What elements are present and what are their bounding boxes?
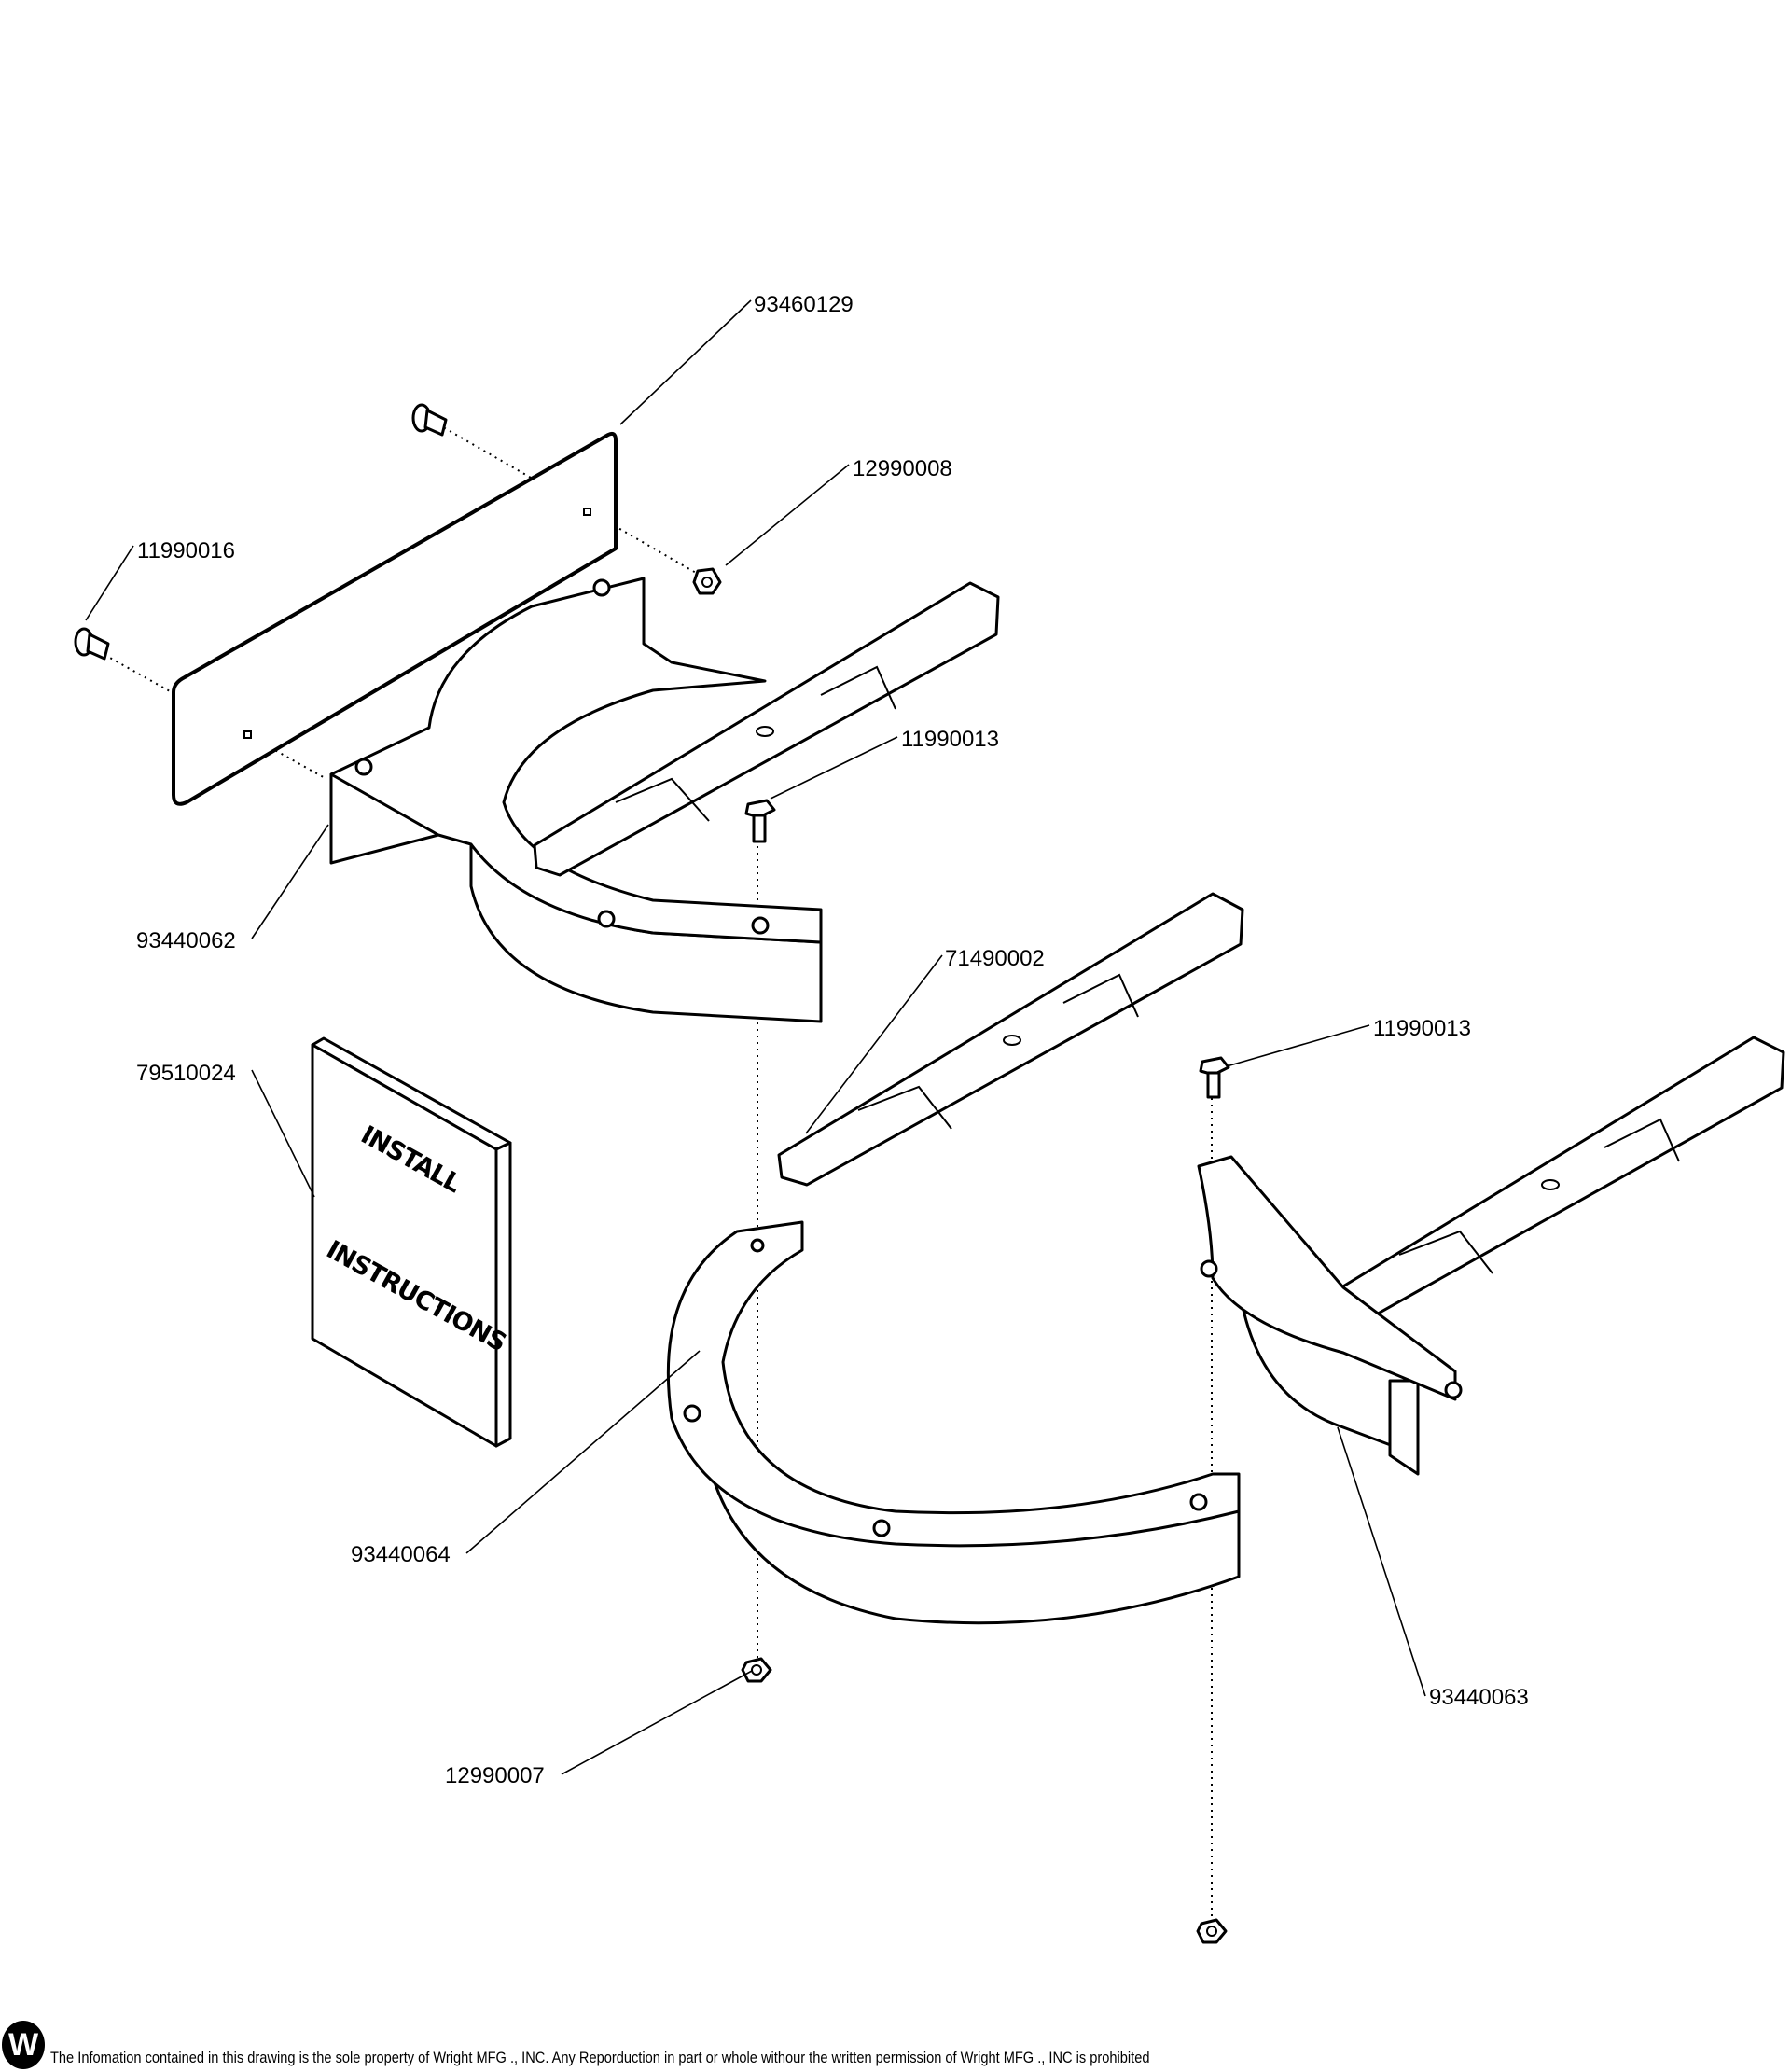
leader-lines xyxy=(85,299,1426,1775)
nut-bottom-right xyxy=(1196,1918,1228,1944)
baffle-93440064 xyxy=(666,1220,1241,1625)
label-79510024: 79510024 xyxy=(136,1061,236,1086)
label-12990008: 12990008 xyxy=(853,456,952,481)
nut-12990007 xyxy=(741,1657,772,1683)
manual-79510024: INSTALL INSTRUCTIONS xyxy=(311,1036,512,1448)
proprietary-notice: The Infomation contained in this drawing… xyxy=(50,2049,1150,2066)
assembly-line xyxy=(92,647,327,780)
bolt-11990013-right xyxy=(1199,1056,1230,1099)
blade-71490002 xyxy=(777,892,1244,1187)
nut-12990008 xyxy=(692,567,722,595)
label-93440063: 93440063 xyxy=(1429,1685,1529,1710)
blade-right xyxy=(1318,1036,1785,1332)
label-93440064: 93440064 xyxy=(351,1542,451,1567)
blade-upper xyxy=(533,581,1000,877)
bolt-11990013-center xyxy=(744,799,776,843)
label-93460129: 93460129 xyxy=(754,292,854,317)
carriage-bolt-top xyxy=(411,403,448,437)
label-71490002: 71490002 xyxy=(945,946,1045,971)
label-93440062: 93440062 xyxy=(136,928,236,953)
label-11990013-center: 11990013 xyxy=(901,727,999,752)
baffle-93440063 xyxy=(1197,1155,1463,1476)
label-12990007: 12990007 xyxy=(445,1763,545,1788)
label-11990016: 11990016 xyxy=(137,538,235,563)
deflector-plate-93460129 xyxy=(172,431,618,806)
label-11990013-right: 11990013 xyxy=(1373,1016,1471,1041)
wright-logo: W xyxy=(2,2021,45,2069)
baffle-93440062 xyxy=(329,577,823,1023)
carriage-bolt-11990016 xyxy=(74,627,110,661)
